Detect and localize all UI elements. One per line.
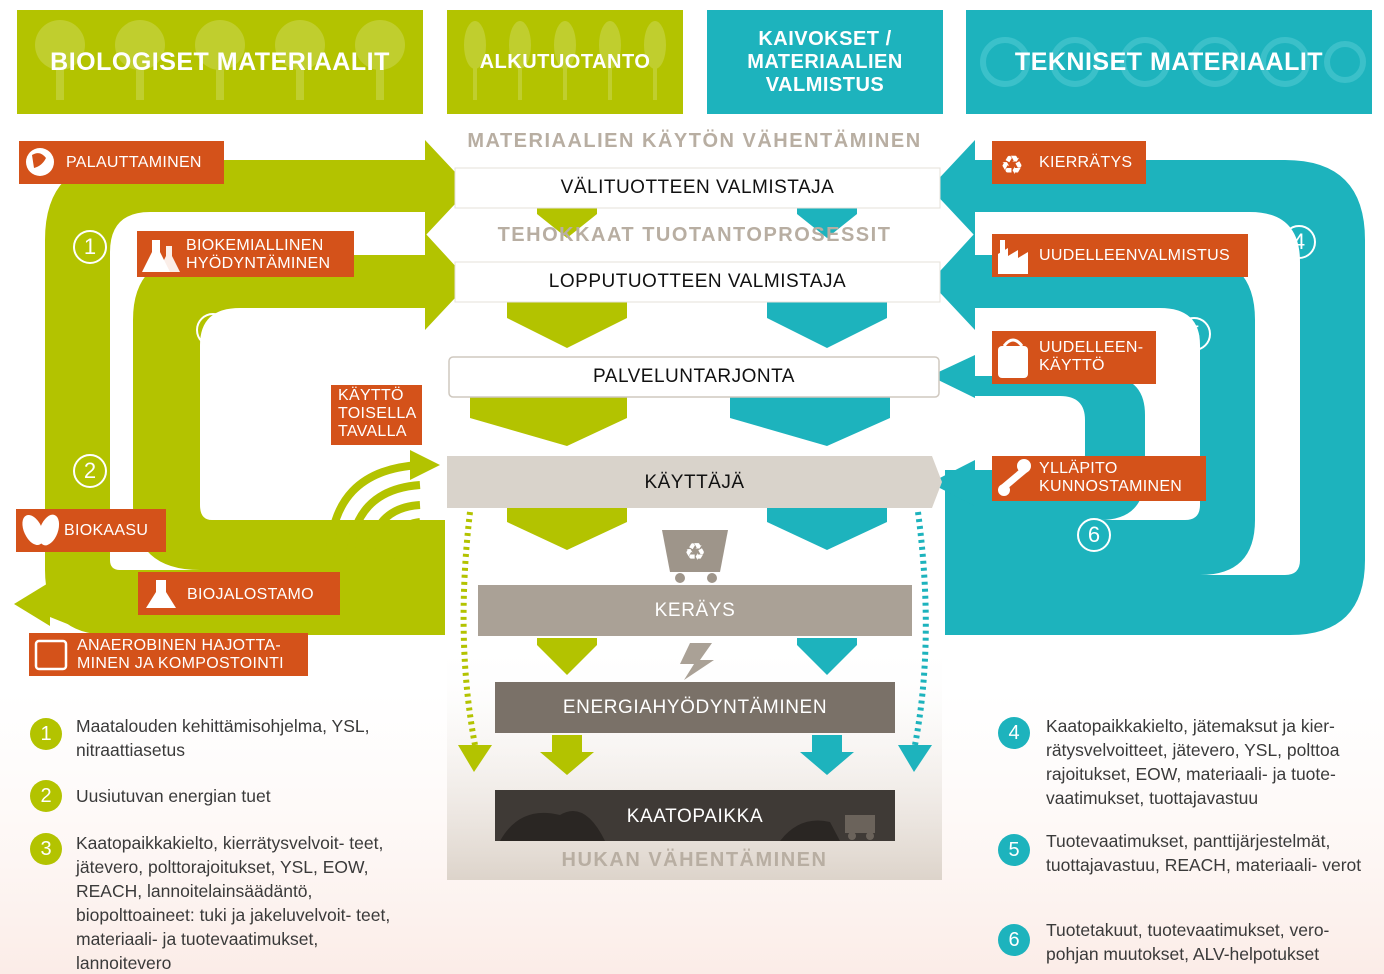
label-biochem: BIOKEMIALLINEN HYÖDYNTÄMINEN <box>186 237 331 272</box>
label-remanufacture: UUDELLEENVALMISTUS <box>1039 247 1230 264</box>
step-landfill: KAATOPAIKKA <box>626 806 764 827</box>
intermediate-box <box>454 167 941 209</box>
label-recycling: KIERRÄTYS <box>1039 154 1133 171</box>
label-anaerobic: ANAEROBINEN HAJOTTA- MINEN JA KOMPOSTOIN… <box>77 637 284 672</box>
service-box <box>448 356 940 398</box>
waste-zone <box>447 640 942 880</box>
gear-pattern <box>980 37 1366 87</box>
label-other-use: KÄYTTÖ TOISELLA TAVALLA <box>338 387 416 440</box>
label-reuse: UUDELLEEN- KÄYTTÖ <box>1039 339 1144 374</box>
tree-pattern <box>35 20 405 100</box>
header-tech: TEKNISET MATERIAALIT <box>1014 47 1324 76</box>
technical-loops <box>930 140 1365 635</box>
lightning-icon <box>680 643 714 680</box>
label-biorefinery: BIOJALOSTAMO <box>187 586 314 603</box>
step-final: LOPPUTUOTTEEN VALMISTAJA <box>548 271 847 292</box>
recycle-icon: ♻ <box>1000 151 1023 181</box>
step-collection: KERÄYS <box>654 600 736 621</box>
step-energy: ENERGIAHYÖDYNTÄMINEN <box>562 697 828 718</box>
band-efficient: TEHOKKAAT TUOTANTOPROSESSIT <box>497 224 892 246</box>
bag-icon <box>998 346 1028 378</box>
legend-text-6: Tuotetakuut, tuotevaatimukset, vero- poh… <box>1046 920 1330 964</box>
loop-number-6: 6 <box>1077 518 1111 552</box>
step-intermediate: VÄLITUOTTEEN VALMISTAJA <box>560 177 835 198</box>
band-reduce-waste: HUKAN VÄHENTÄMINEN <box>561 849 828 871</box>
loop-number-4: 4 <box>1282 225 1316 259</box>
legend-number-5: 5 <box>998 834 1030 866</box>
legend-number-3: 3 <box>30 833 62 865</box>
legend-text-5: Tuotevaatimukset, panttijärjestelmät, tu… <box>1046 831 1362 875</box>
remanufacture-box <box>992 234 1248 277</box>
loop-number-2: 2 <box>73 454 107 488</box>
legend-number-6: 6 <box>998 924 1030 956</box>
legend-number-4: 4 <box>998 717 1030 749</box>
recycling-box <box>992 141 1146 184</box>
energy-box <box>495 682 895 733</box>
wrench-icon <box>998 459 1031 496</box>
header-bio: BIOLOGISET MATERIAALIT <box>50 47 390 76</box>
header-mining-box <box>707 10 943 114</box>
legend-text-3: Kaatopaikkakielto, kierrätysvelvoit- tee… <box>76 833 391 973</box>
lab-flasks-icon <box>142 240 180 272</box>
step-user: KÄYTTÄJÄ <box>644 472 745 493</box>
leaf-icon <box>22 514 60 546</box>
band-reduce-material: MATERIAALIEN KÄYTÖN VÄHENTÄMINEN <box>467 130 922 152</box>
user-box <box>447 456 942 508</box>
header-mining: KAIVOKSET / MATERIAALIEN VALMISTUS <box>747 27 903 96</box>
svg-text:♻: ♻ <box>684 538 706 566</box>
loop-number-5: 5 <box>1177 317 1211 351</box>
flask-icon <box>146 580 176 608</box>
legend-number-2: 2 <box>30 780 62 812</box>
legend-number-1: 1 <box>30 718 62 750</box>
label-biogas: BIOKAASU <box>64 522 149 539</box>
compost-icon <box>34 639 68 671</box>
wheat-pattern <box>464 21 666 100</box>
collection-box <box>478 585 912 636</box>
step-service: PALVELUNTARJONTA <box>593 366 795 387</box>
anaerobic-box <box>29 633 308 676</box>
loop-number-1: 1 <box>73 230 107 264</box>
factory-icon <box>998 240 1028 274</box>
other-use-box <box>331 385 422 445</box>
final-box <box>454 261 941 303</box>
header-primary: ALKUTUOTANTO <box>479 50 651 73</box>
label-restore: PALAUTTAMINEN <box>66 154 202 171</box>
loop-number-3: 3 <box>196 313 230 347</box>
other-use-arrows <box>326 461 421 561</box>
legend-text-2: Uusiutuvan energian tuet <box>76 786 271 806</box>
legend-text-4: Kaatopaikkakielto, jätemaksut ja kier- r… <box>1046 716 1340 808</box>
label-maintenance: YLLÄPITO KUNNOSTAMINEN <box>1039 460 1183 495</box>
recycling-bin-icon: ♻ <box>662 530 728 583</box>
legend-text-1: Maatalouden kehittämisohjelma, YSL, nitr… <box>76 716 370 760</box>
